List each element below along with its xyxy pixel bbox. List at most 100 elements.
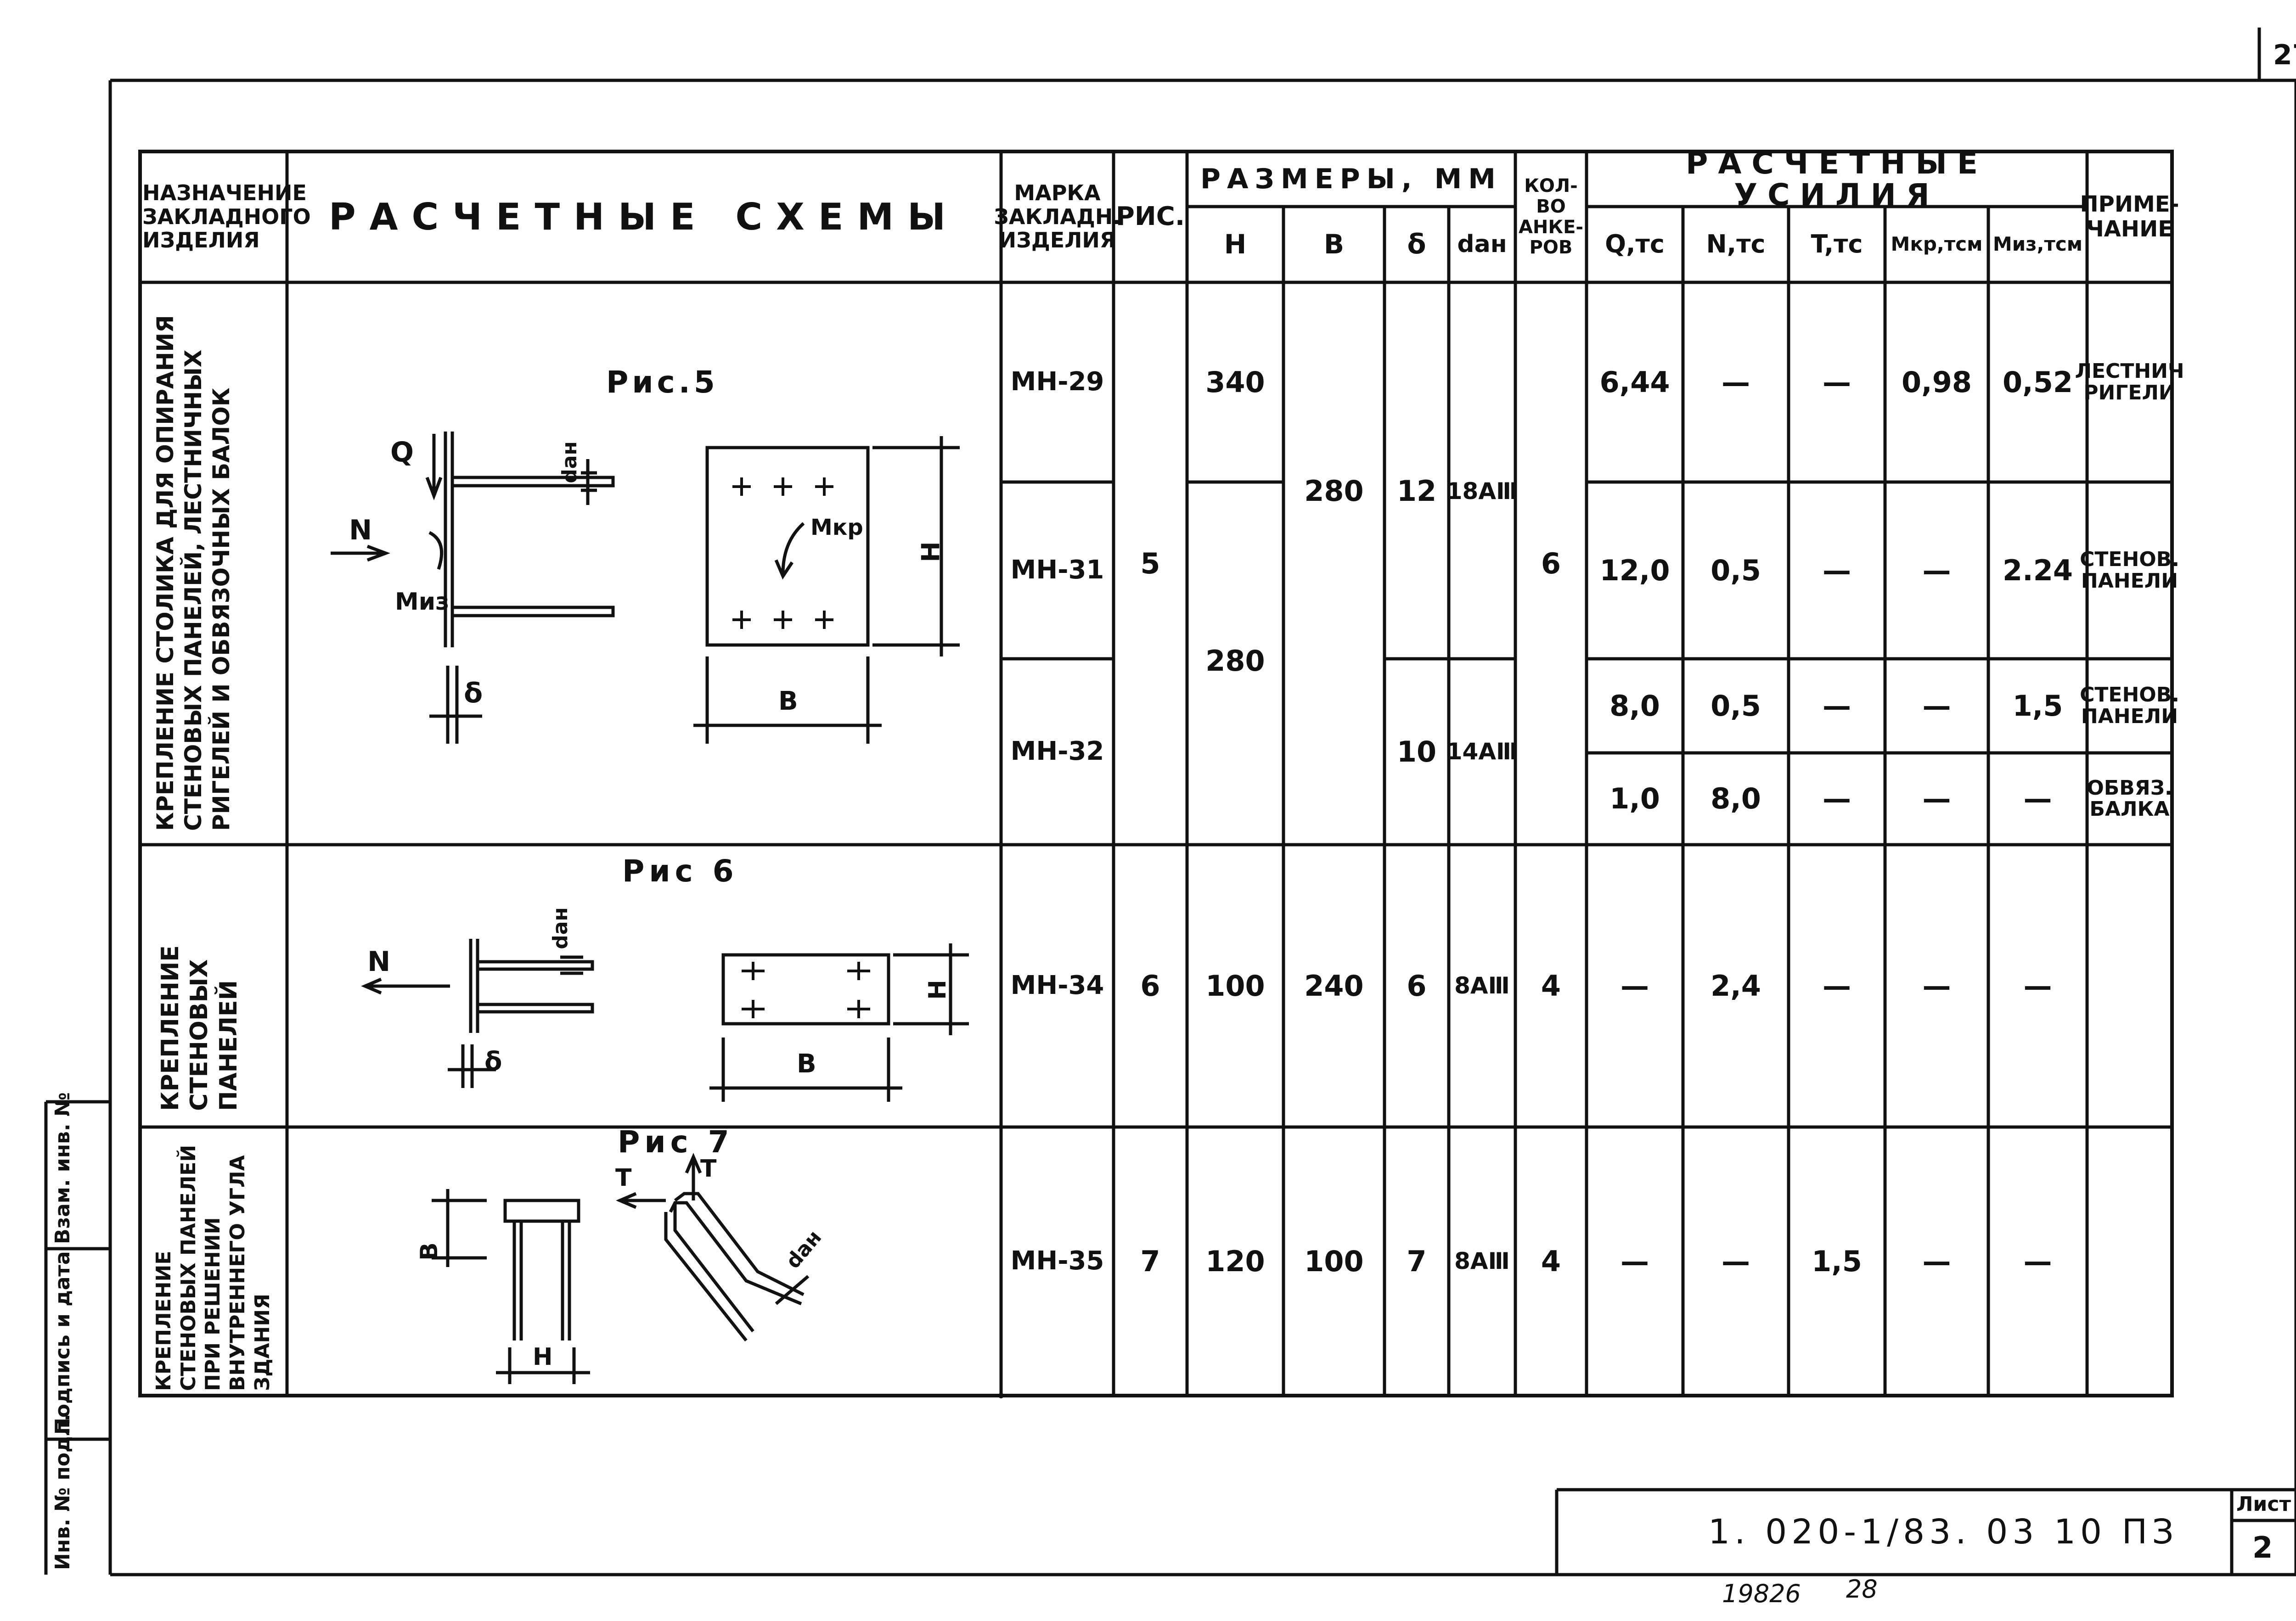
header-force-t: T,тс bbox=[1811, 230, 1863, 259]
fig7-b: В bbox=[415, 1242, 443, 1261]
fig5-delta: δ bbox=[464, 677, 483, 709]
mn32-sub1-q: 8,0 bbox=[1609, 689, 1660, 723]
mn34-miz: — bbox=[2023, 969, 2052, 1003]
mn35-t: 1,5 bbox=[1812, 1244, 1862, 1278]
mn35-q: — bbox=[1621, 1244, 1649, 1278]
mn29-mark: МН-29 bbox=[1010, 367, 1104, 397]
fig5-mkr: Мкр bbox=[810, 515, 863, 540]
header-purpose: НАЗНАЧЕНИЕ ЗАКЛАДНОГО ИЗДЕЛИЯ bbox=[142, 180, 311, 253]
mn29-mkr: 0,98 bbox=[1902, 365, 1972, 399]
header-size-b: В bbox=[1323, 229, 1345, 260]
mn35-anchors: 4 bbox=[1541, 1244, 1561, 1278]
header-forces: РАСЧЕТНЫЕ УСИЛИЯ bbox=[1685, 145, 1988, 213]
mn31-b: 280 bbox=[1304, 474, 1364, 508]
fig5-h: Н bbox=[916, 541, 945, 562]
mn32-sub2-t: — bbox=[1823, 782, 1851, 816]
mn35-mkr: — bbox=[1922, 1244, 1951, 1278]
stamp-vzam: Взам. инв. № bbox=[51, 1092, 74, 1244]
mn29-t: — bbox=[1823, 365, 1851, 399]
mn32-sub1-miz: 1,5 bbox=[2012, 689, 2063, 723]
mn35-b: 100 bbox=[1304, 1244, 1364, 1278]
header-schemes: РАСЧЕТНЫЕ СХЕМЫ bbox=[328, 195, 959, 238]
mn32-mark: МН-32 bbox=[1010, 736, 1104, 767]
mn31-note: СТЕНОВ. ПАНЕЛИ bbox=[2080, 548, 2179, 593]
mn31-q: 12,0 bbox=[1599, 553, 1670, 587]
mn34-h: 100 bbox=[1205, 969, 1265, 1003]
header-note: ПРИМЕ-ЧАНИЕ bbox=[2080, 191, 2179, 242]
fig5-drawing bbox=[331, 432, 960, 744]
sheet-label: Лист bbox=[2236, 1492, 2291, 1516]
sheet-number: 2 bbox=[2252, 1531, 2273, 1565]
fig5-b: В bbox=[778, 686, 798, 716]
mn35-fig: 7 bbox=[1140, 1244, 1160, 1278]
fig6-b: В bbox=[797, 1049, 816, 1079]
mn32-sub2-miz: — bbox=[2023, 782, 2052, 816]
header-size-h: Н bbox=[1224, 229, 1247, 260]
mn29-note: ЛЕСТНИЧ РИГЕЛИ bbox=[2075, 359, 2184, 404]
mn35-miz: — bbox=[2023, 1244, 2052, 1278]
fig5-q: Q bbox=[390, 436, 414, 468]
mn32-sub2-mkr: — bbox=[1922, 782, 1951, 816]
footer-num2: 28 bbox=[1846, 1575, 1878, 1604]
purpose-1: КРЕПЛЕНИЕ СТОЛИКА ДЛЯ ОПИРАНИЯ СТЕНОВЫХ … bbox=[152, 315, 235, 831]
mn34-q: — bbox=[1621, 969, 1649, 1003]
header-size-dan: dан bbox=[1457, 230, 1507, 258]
mn34-mkr: — bbox=[1922, 969, 1951, 1003]
mn31-anchors: 6 bbox=[1541, 546, 1561, 580]
mn31-n: 0,5 bbox=[1711, 553, 1761, 587]
mn32-sub2-q: 1,0 bbox=[1609, 782, 1660, 816]
fig7-t2: T bbox=[700, 1155, 717, 1183]
mn35-dan: 8АⅢ bbox=[1454, 1248, 1510, 1275]
fig6-title: Рис 6 bbox=[622, 853, 738, 889]
fig5-title: Рис.5 bbox=[606, 365, 719, 400]
mn29-q: 6,44 bbox=[1599, 365, 1670, 399]
header-anchors: КОЛ-ВО АНКЕ-РОВ bbox=[1518, 175, 1584, 258]
mn35-mark: МН-35 bbox=[1010, 1246, 1104, 1276]
header-force-n: N,тс bbox=[1706, 230, 1766, 259]
mn35-n: — bbox=[1722, 1244, 1750, 1278]
fig5-n: N bbox=[349, 514, 372, 546]
mn31-mkr: — bbox=[1922, 553, 1951, 587]
mn34-anchors: 4 bbox=[1541, 969, 1561, 1003]
mn34-delta: 6 bbox=[1407, 969, 1427, 1003]
header-sizes: РАЗМЕРЫ, ММ bbox=[1200, 163, 1502, 195]
mn34-b: 240 bbox=[1304, 969, 1364, 1003]
mn31-t: — bbox=[1823, 553, 1851, 587]
purpose-3: КРЕПЛЕНИЕ СТЕНОВЫХ ПАНЕЛЕЙ ПРИ РЕШЕНИИ В… bbox=[152, 1144, 274, 1391]
mn34-n: 2,4 bbox=[1711, 969, 1761, 1003]
fig6-dan: dан bbox=[548, 907, 572, 949]
fig6-n: N bbox=[367, 946, 391, 978]
mn32-sub1-note: СТЕНОВ. ПАНЕЛИ bbox=[2080, 683, 2179, 728]
mn29-miz: 0,52 bbox=[2003, 365, 2073, 399]
stamp-inv: Инв. № подл. bbox=[51, 1413, 74, 1570]
fig6-drawing bbox=[361, 939, 969, 1102]
fig6-h: Н bbox=[923, 980, 951, 1000]
mn35-delta: 7 bbox=[1407, 1244, 1427, 1278]
mn32-delta: 10 bbox=[1396, 735, 1437, 768]
header-force-miz: Миз,тсм bbox=[1992, 233, 2083, 256]
stamp-sign: Подпись и дата bbox=[51, 1251, 74, 1435]
mn32-sub2-note: ОБВЯЗ. БАЛКА bbox=[2087, 776, 2172, 821]
fig7-t1: T bbox=[615, 1164, 632, 1192]
fig5-miz: Миз bbox=[395, 588, 450, 616]
mn31-h: 280 bbox=[1205, 644, 1265, 678]
mn31-fig: 5 bbox=[1140, 546, 1160, 580]
mn32-dan: 14АⅢ bbox=[1446, 738, 1518, 765]
mn31-miz: 2.24 bbox=[2003, 553, 2073, 587]
mn31-delta: 12 bbox=[1396, 474, 1437, 508]
mn34-mark: МН-34 bbox=[1010, 970, 1104, 1001]
mn31-dan: 18АⅢ bbox=[1446, 477, 1518, 505]
header-size-delta: δ bbox=[1407, 228, 1426, 260]
footer-num1: 19826 bbox=[1722, 1579, 1801, 1608]
header-force-mkr: Мкр,тсм bbox=[1891, 233, 1983, 256]
mn29-h: 340 bbox=[1205, 365, 1265, 399]
purpose-2: КРЕПЛЕНИЕ СТЕНОВЫХ ПАНЕЛЕЙ bbox=[157, 945, 242, 1111]
header-force-q: Q,тс bbox=[1605, 230, 1665, 259]
mn34-t: — bbox=[1823, 969, 1851, 1003]
fig7-h: Н bbox=[533, 1343, 553, 1371]
mn34-fig: 6 bbox=[1140, 969, 1160, 1003]
mn32-sub1-t: — bbox=[1823, 689, 1851, 723]
page-number: 27 bbox=[2273, 39, 2296, 71]
